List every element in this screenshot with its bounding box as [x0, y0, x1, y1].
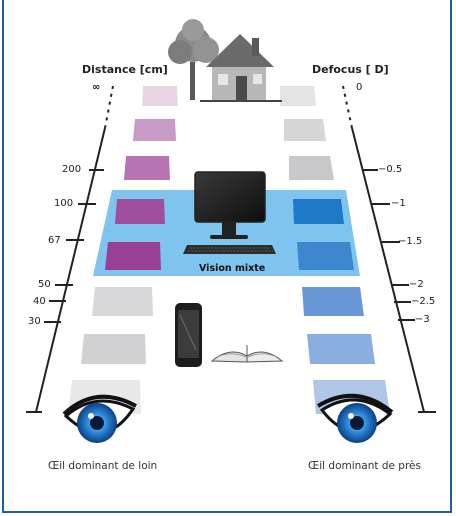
monitor-icon: [194, 171, 266, 239]
right-tile-2: [284, 119, 326, 141]
right-tick-label-1: −1: [391, 198, 406, 209]
left-tick-label-200: 200: [62, 164, 82, 175]
right-tile-3: [289, 156, 334, 180]
left-tile-2: [133, 119, 176, 141]
right-tile-4: [293, 199, 344, 224]
left-tick-label-infinity: ∞: [92, 82, 101, 93]
distance-header: Distance [cm]: [82, 63, 168, 76]
left-tile-7: [81, 334, 146, 364]
left-tile-6: [92, 287, 153, 316]
left-tick-label-67: 67: [48, 235, 61, 246]
right-tick-label-2: −2: [409, 279, 424, 290]
house-icon: [200, 34, 282, 102]
left-tick-label-100: 100: [54, 198, 74, 209]
right-eye-icon: [316, 393, 394, 443]
right-tile-1: [280, 86, 316, 106]
left-eye-caption: Œil dominant de loin: [48, 460, 158, 472]
left-tile-1: [142, 86, 178, 106]
left-tick-label-50: 50: [38, 279, 51, 290]
defocus-header: Defocus [ D]: [312, 63, 389, 76]
vision-mixte-label: Vision mixte: [199, 263, 266, 274]
left-tick-label-30: 30: [28, 316, 41, 327]
right-tick-label-1-5: −1.5: [398, 236, 423, 247]
left-tile-4: [115, 199, 165, 224]
left-tiles: [68, 86, 178, 414]
left-scale-line: [26, 85, 114, 413]
smartphone-icon: [175, 303, 202, 367]
right-tile-7: [307, 334, 375, 364]
right-tick-label-0-5: −0.5: [378, 164, 403, 175]
left-tile-3: [124, 156, 170, 180]
left-tile-5: [105, 242, 161, 270]
right-eye-caption: Œil dominant de près: [308, 460, 421, 472]
right-tile-5: [297, 242, 354, 270]
left-tick-label-40: 40: [33, 296, 46, 307]
keyboard-icon: [183, 245, 276, 254]
right-tick-label-3: −3: [415, 314, 430, 325]
tree-icon: [168, 19, 219, 100]
right-tick-label-0: 0: [356, 82, 363, 93]
right-tile-6: [302, 287, 364, 316]
left-eye-icon: [62, 394, 137, 443]
right-scale-line: [342, 85, 436, 413]
book-icon: [210, 345, 284, 363]
right-tick-label-2-5: −2.5: [411, 296, 436, 307]
